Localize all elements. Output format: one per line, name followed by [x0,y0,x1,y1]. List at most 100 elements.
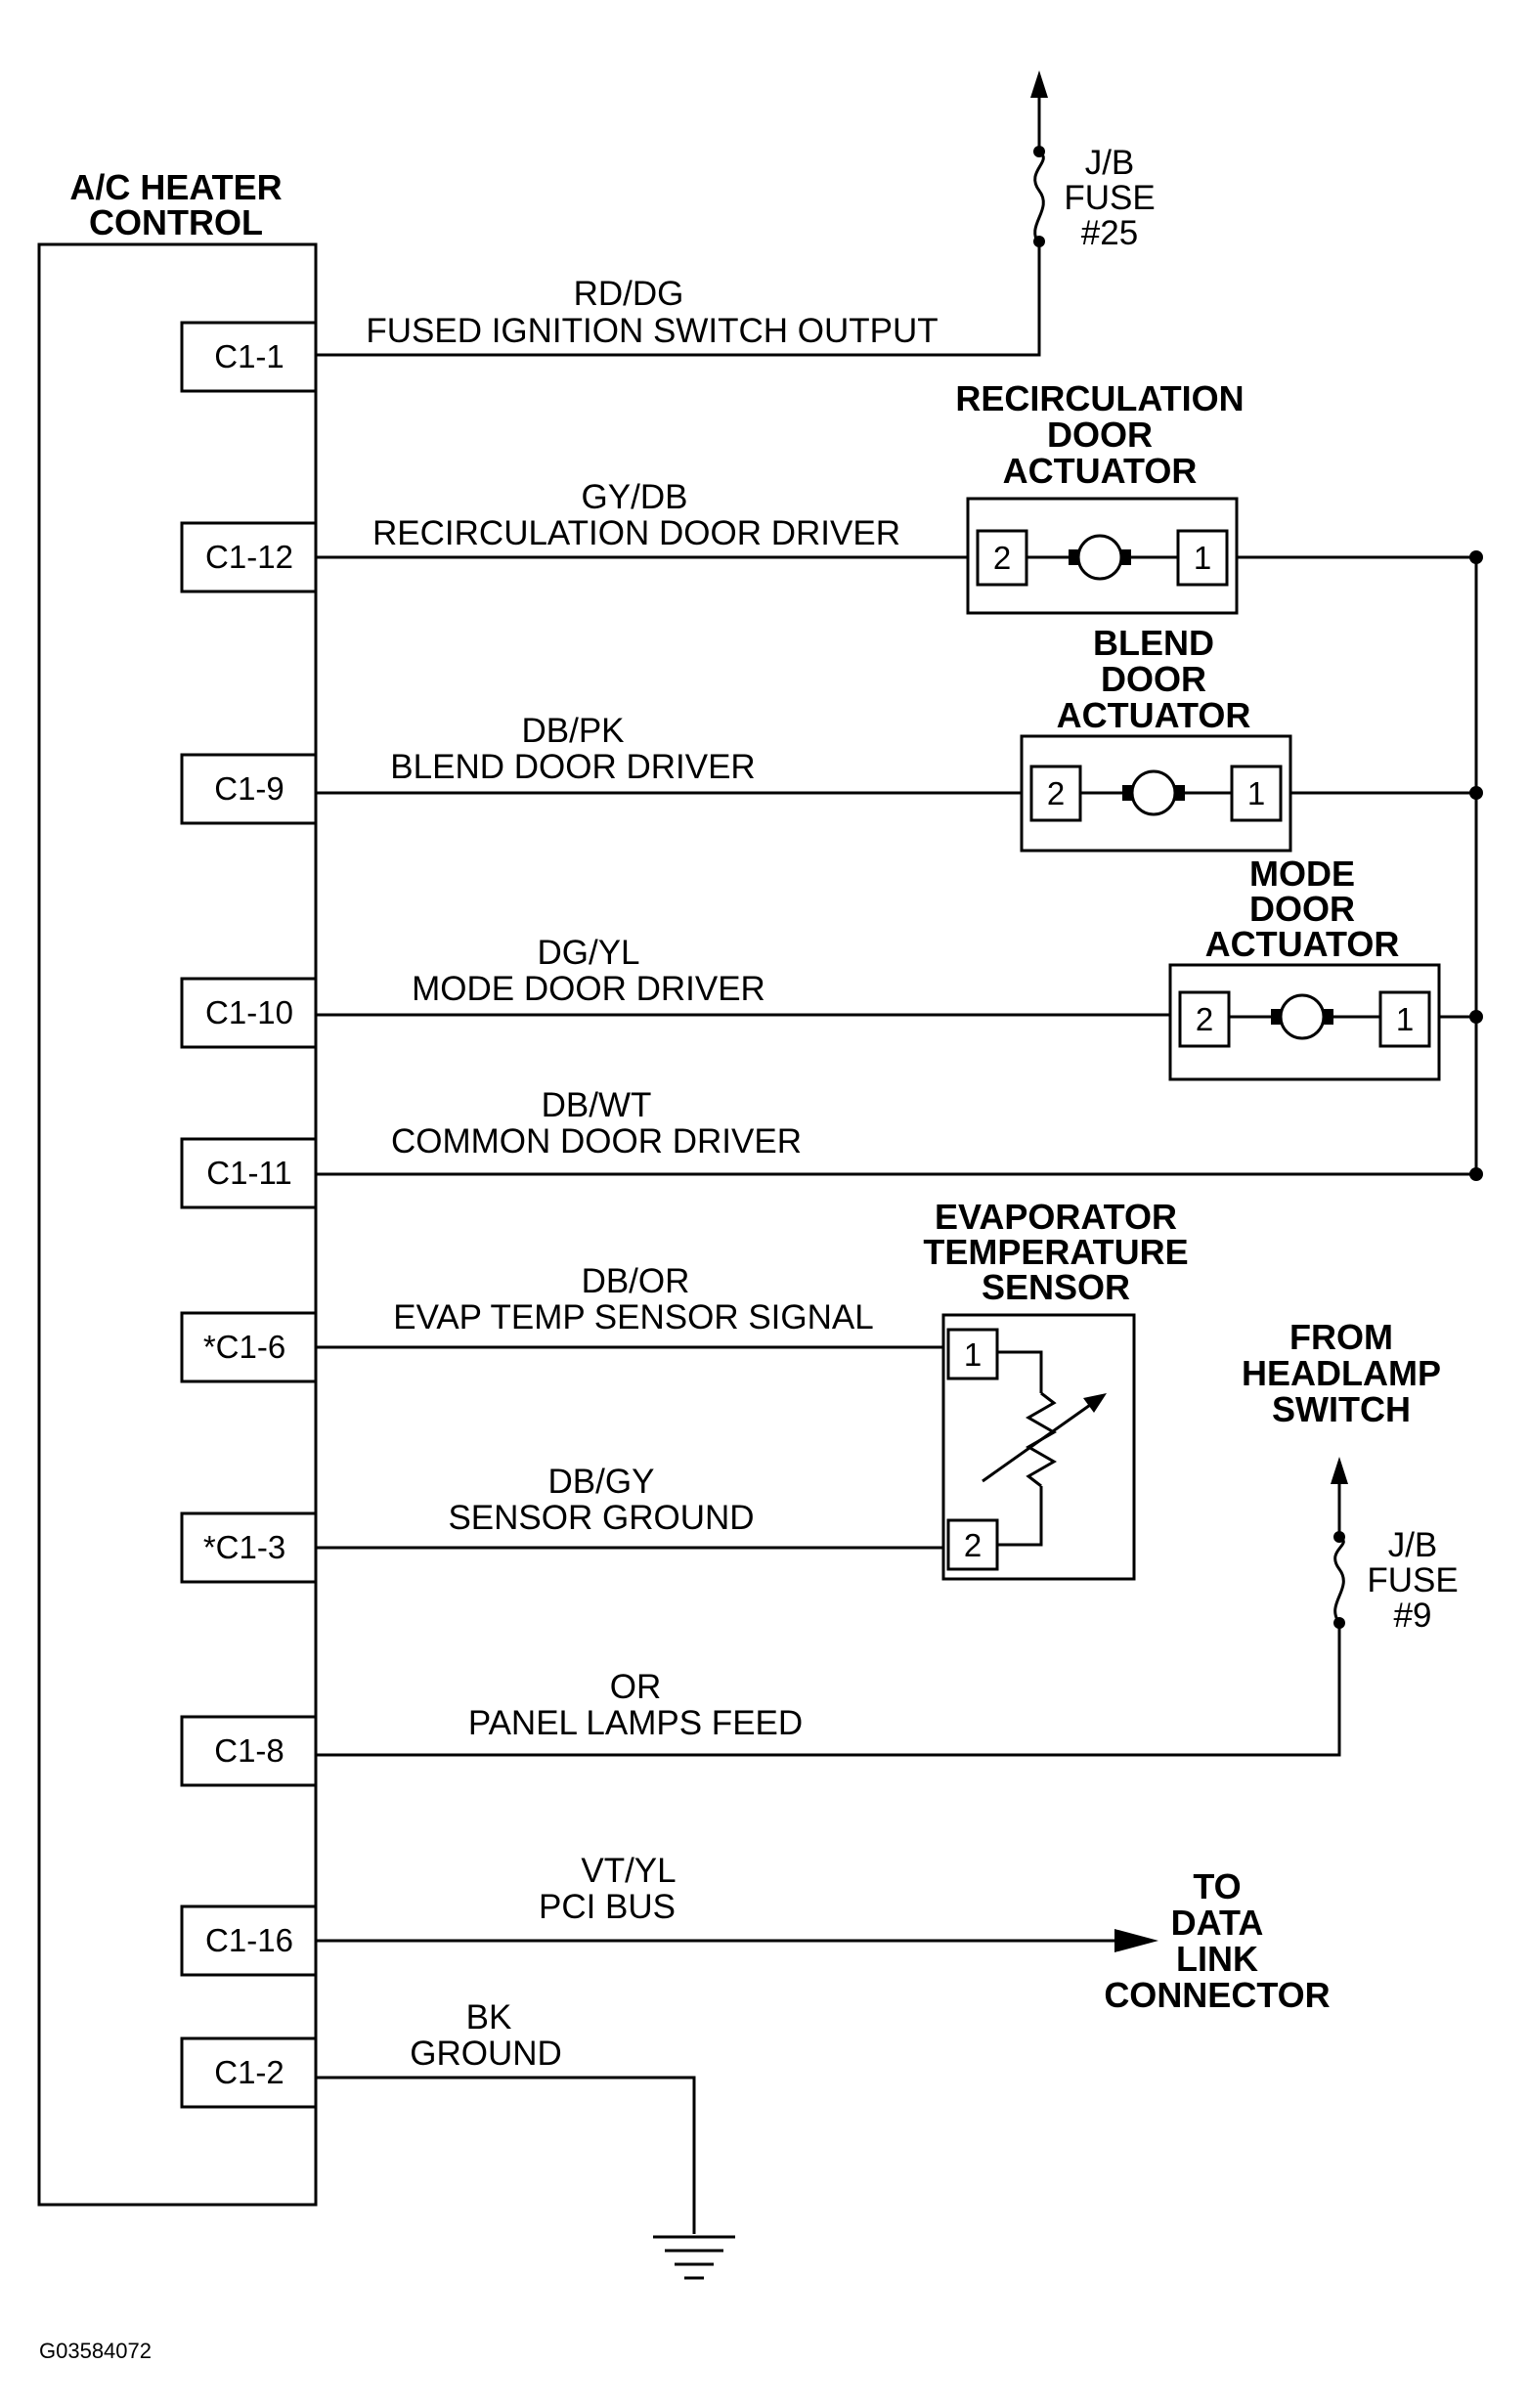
motor-brush-icon [1271,1009,1281,1025]
sensor-title: TEMPERATURE [923,1232,1188,1272]
wire-function-label: EVAP TEMP SENSOR SIGNAL [393,1298,873,1336]
wire-function-label: SENSOR GROUND [448,1499,754,1537]
headlamp-line: FROM [1289,1317,1393,1357]
pin-label: *C1-6 [203,1329,285,1365]
fuse-label-line: #9 [1394,1597,1432,1635]
module-title-line1: A/C HEATER [69,167,282,207]
pin-number: 2 [1196,1001,1213,1037]
motor-icon [1130,769,1177,816]
right-arrow-icon [1114,1929,1158,1952]
figure-id: G03584072 [39,2339,152,2363]
wire-color-label: DG/YL [537,934,639,972]
wire-function-label: BLEND DOOR DRIVER [390,748,755,786]
data-link-line: DATA [1171,1903,1264,1943]
fuse-terminal [1033,236,1045,247]
wire-color-label: DB/WT [542,1086,652,1124]
pin-number: 1 [1247,775,1265,811]
pin-c1-8: C1-8 [180,1715,318,1787]
motor-icon [1279,993,1326,1040]
pin-c1-11: C1-11 [180,1137,318,1209]
up-arrow-icon [1030,70,1048,98]
pin-c1-3: *C1-3 [180,1511,318,1584]
wire-color-label: DB/OR [582,1262,690,1300]
data-link-line: CONNECTOR [1104,1975,1330,2015]
splice-dot [1469,1167,1483,1181]
wire-function-label: RECIRCULATION DOOR DRIVER [372,514,900,552]
wire-color-label: BK [466,1998,512,2036]
pin-label: C1-1 [214,338,284,374]
data-link-line: LINK [1176,1939,1258,1979]
variable-arrow-icon [982,1396,1101,1483]
pin-label: C1-12 [205,539,293,575]
fuse-label-line: J/B [1388,1526,1438,1564]
motor-brush-icon [1121,549,1131,565]
fuse-terminal [1333,1617,1345,1629]
pin-label: *C1-3 [203,1529,285,1565]
pin-c1-16: C1-16 [180,1905,318,1977]
wire-function-label: GROUND [410,2035,562,2073]
mode-door-actuator: MODE DOOR ACTUATOR 2 1 [1168,854,1441,1081]
actuator-title: RECIRCULATION [955,378,1244,418]
actuator-title: DOOR [1047,415,1153,455]
pin-c1-10: C1-10 [180,977,318,1049]
motor-brush-icon [1175,785,1185,801]
circuit-recirculation: GY/DB RECIRCULATION DOOR DRIVER [316,478,968,559]
splice-dot [1469,786,1483,800]
sensor-title: SENSOR [982,1267,1130,1307]
variable-arrowhead-icon [1083,1393,1107,1413]
pin-label: C1-10 [205,994,293,1030]
motor-brush-icon [1069,549,1078,565]
pin-label: C1-8 [214,1732,284,1769]
pin-label: C1-2 [214,2054,284,2090]
data-link-line: TO [1193,1866,1241,1906]
fuse-label-line: FUSE [1064,179,1155,217]
actuator-title: BLEND [1093,623,1214,663]
circuit-pci-bus: VT/YL PCI BUS [316,1852,1158,1952]
actuator-title: ACTUATOR [1057,695,1251,735]
wire-function-label: COMMON DOOR DRIVER [391,1122,802,1160]
actuator-title: ACTUATOR [1205,924,1400,964]
module-title-line2: CONTROL [89,202,263,242]
pin-number: 2 [993,540,1011,576]
recirculation-door-actuator: RECIRCULATION DOOR ACTUATOR 2 1 [955,378,1245,615]
actuator-title: ACTUATOR [1003,451,1198,491]
circuit-common: DB/WT COMMON DOOR DRIVER [316,550,1483,1181]
pin-number: 1 [964,1336,982,1373]
circuit-ground: BK GROUND [316,1998,696,2234]
circuit-mode: DG/YL MODE DOOR DRIVER [316,934,1170,1017]
headlamp-line: SWITCH [1272,1389,1411,1429]
circuit-evap-signal: DB/OR EVAP TEMP SENSOR SIGNAL [316,1262,948,1349]
fuse-terminal [1033,146,1045,157]
fuse-label-line: #25 [1081,214,1138,252]
pin-number: 2 [1047,775,1065,811]
pin-c1-1: C1-1 [180,321,318,393]
motor-brush-icon [1324,1009,1333,1025]
circuit-panel-lamps: OR PANEL LAMPS FEED [316,1457,1348,1757]
wire-function-label: FUSED IGNITION SWITCH OUTPUT [366,312,938,350]
wire-color-label: VT/YL [581,1852,676,1890]
pin-label: C1-11 [206,1155,291,1191]
wire-function-label: MODE DOOR DRIVER [412,970,765,1008]
fuse-label-line: FUSE [1367,1561,1458,1599]
fuse-label-line: J/B [1085,144,1135,182]
ground-symbol-icon [653,2235,735,2280]
pin-c1-12: C1-12 [180,521,318,593]
splice-dot [1469,550,1483,564]
pin-label: C1-9 [214,770,284,807]
up-arrow-icon [1331,1457,1348,1484]
circuit-sensor-ground: DB/GY SENSOR GROUND [316,1463,948,1550]
wire-function-label: PCI BUS [539,1888,676,1926]
from-headlamp-switch-label: FROM HEADLAMP SWITCH [1242,1317,1441,1429]
pin-c1-2: C1-2 [180,2036,318,2109]
sensor-title: EVAPORATOR [935,1197,1177,1237]
evaporator-temperature-sensor: EVAPORATOR TEMPERATURE SENSOR 1 2 [923,1197,1189,1581]
headlamp-line: HEADLAMP [1242,1353,1441,1393]
actuator-title: DOOR [1249,889,1355,929]
splice-dot [1469,1010,1483,1024]
fuse-25-label: J/B FUSE #25 [1064,144,1155,252]
pin-c1-6: *C1-6 [180,1311,318,1383]
to-data-link-connector-label: TO DATA LINK CONNECTOR [1104,1866,1330,2015]
circuit-fused-ignition: RD/DG FUSED IGNITION SWITCH OUTPUT [316,70,1048,357]
motor-icon [1076,534,1123,581]
